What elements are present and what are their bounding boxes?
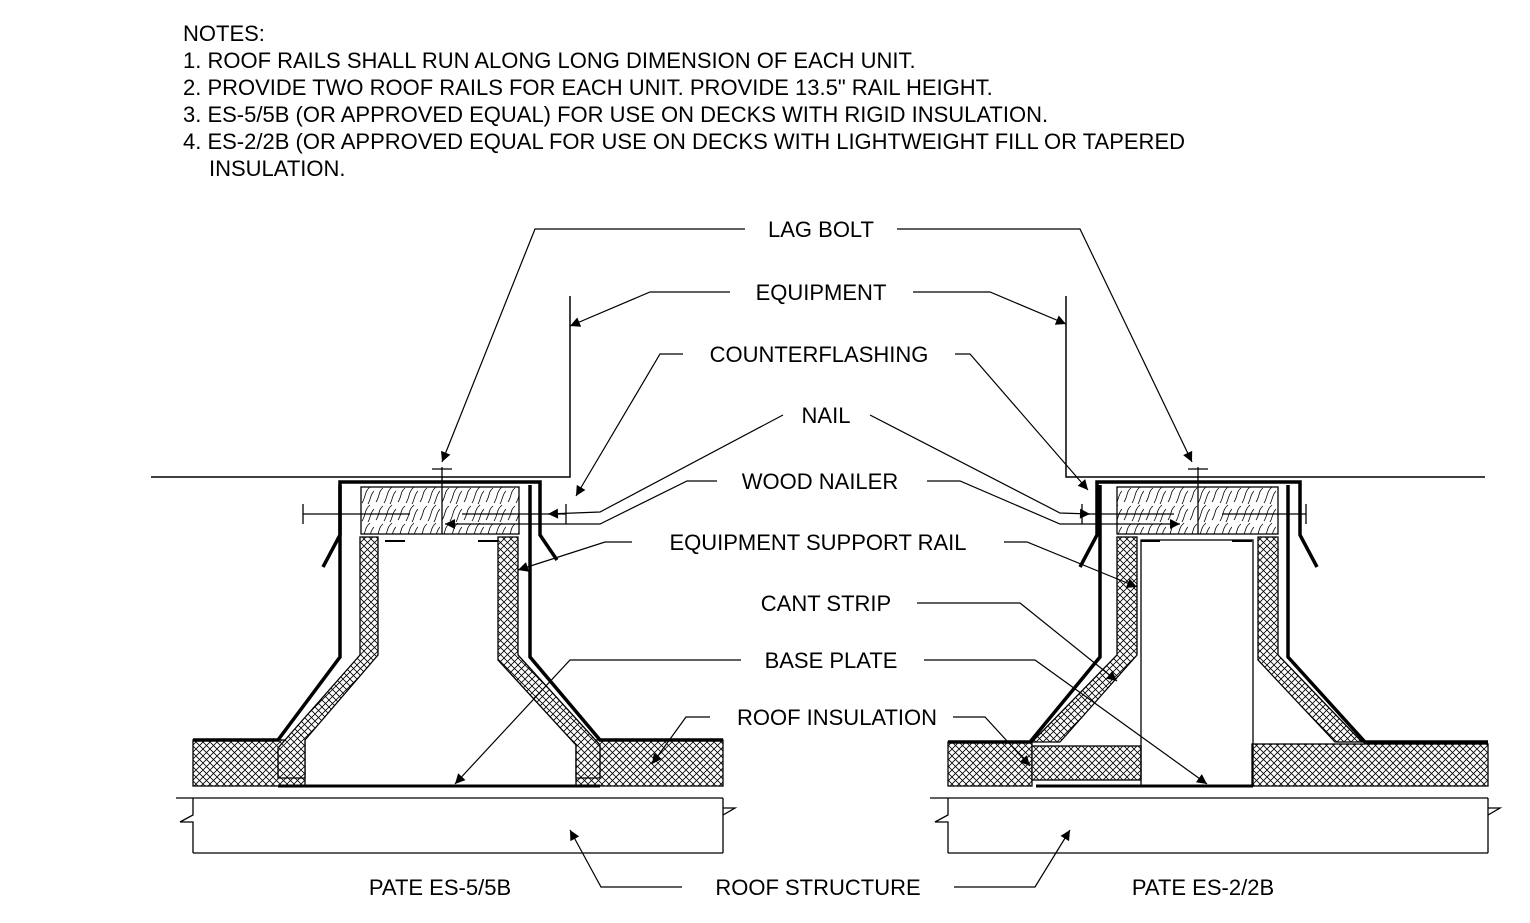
label-equipment-support-rail: EQUIPMENT SUPPORT RAIL: [669, 530, 966, 555]
flashing-left-b: [528, 485, 723, 742]
support-rail-left-side-b: [497, 536, 601, 779]
label-roof-structure: ROOF STRUCTURE: [715, 875, 920, 900]
note-4: 4. ES-2/2B (OR APPROVED EQUAL FOR USE ON…: [183, 129, 1186, 154]
label-cant-strip: CANT STRIP: [761, 591, 891, 616]
wood-nailer-left: [360, 486, 520, 535]
counterflashing-left: [321, 480, 559, 568]
detail-left: [151, 296, 738, 854]
label-base-plate: BASE PLATE: [765, 648, 898, 673]
callout-labels: LAG BOLT EQUIPMENT COUNTERFLASHING NAIL …: [369, 217, 1274, 900]
flashing-right-a: [948, 485, 1102, 744]
title-right-detail: PATE ES-2/2B: [1132, 875, 1274, 900]
label-roof-insulation: ROOF INSULATION: [737, 705, 937, 730]
support-rail-right-side-a: [1030, 536, 1138, 743]
note-4-continued: INSULATION.: [209, 156, 346, 181]
support-rail-right-side-b: [1257, 536, 1364, 743]
callout-leaders: [441, 228, 1208, 888]
roof-structure-left: [176, 797, 738, 854]
label-lag-bolt: LAG BOLT: [768, 217, 874, 242]
note-3: 3. ES-5/5B (OR APPROVED EQUAL) FOR USE O…: [183, 102, 1049, 127]
notes-block: NOTES: 1. ROOF RAILS SHALL RUN ALONG LON…: [183, 20, 1185, 182]
label-equipment: EQUIPMENT: [756, 280, 887, 305]
note-2: 2. PROVIDE TWO ROOF RAILS FOR EACH UNIT.…: [183, 75, 993, 100]
equipment-right-outline: [1065, 296, 1485, 478]
equipment-left-outline: [151, 296, 571, 478]
flashing-right-b: [1286, 485, 1488, 744]
label-counterflashing: COUNTERFLASHING: [710, 342, 929, 367]
support-rail-left-side-a: [277, 536, 379, 779]
label-wood-nailer: WOOD NAILER: [742, 469, 898, 494]
notes-heading: NOTES:: [183, 21, 265, 46]
roof-insulation-left: [192, 739, 724, 787]
lag-bolt-right: [1188, 467, 1208, 534]
roof-structure-right: [930, 797, 1503, 854]
detail-right: [930, 296, 1503, 854]
flashing-left-a: [193, 485, 342, 742]
cant-strip-right: [1140, 539, 1254, 787]
title-left-detail: PATE ES-5/5B: [369, 875, 511, 900]
label-nail: NAIL: [802, 403, 851, 428]
roof-insulation-right: [947, 741, 1489, 787]
note-1: 1. ROOF RAILS SHALL RUN ALONG LONG DIMEN…: [183, 48, 916, 73]
lag-bolt-left: [432, 467, 452, 534]
